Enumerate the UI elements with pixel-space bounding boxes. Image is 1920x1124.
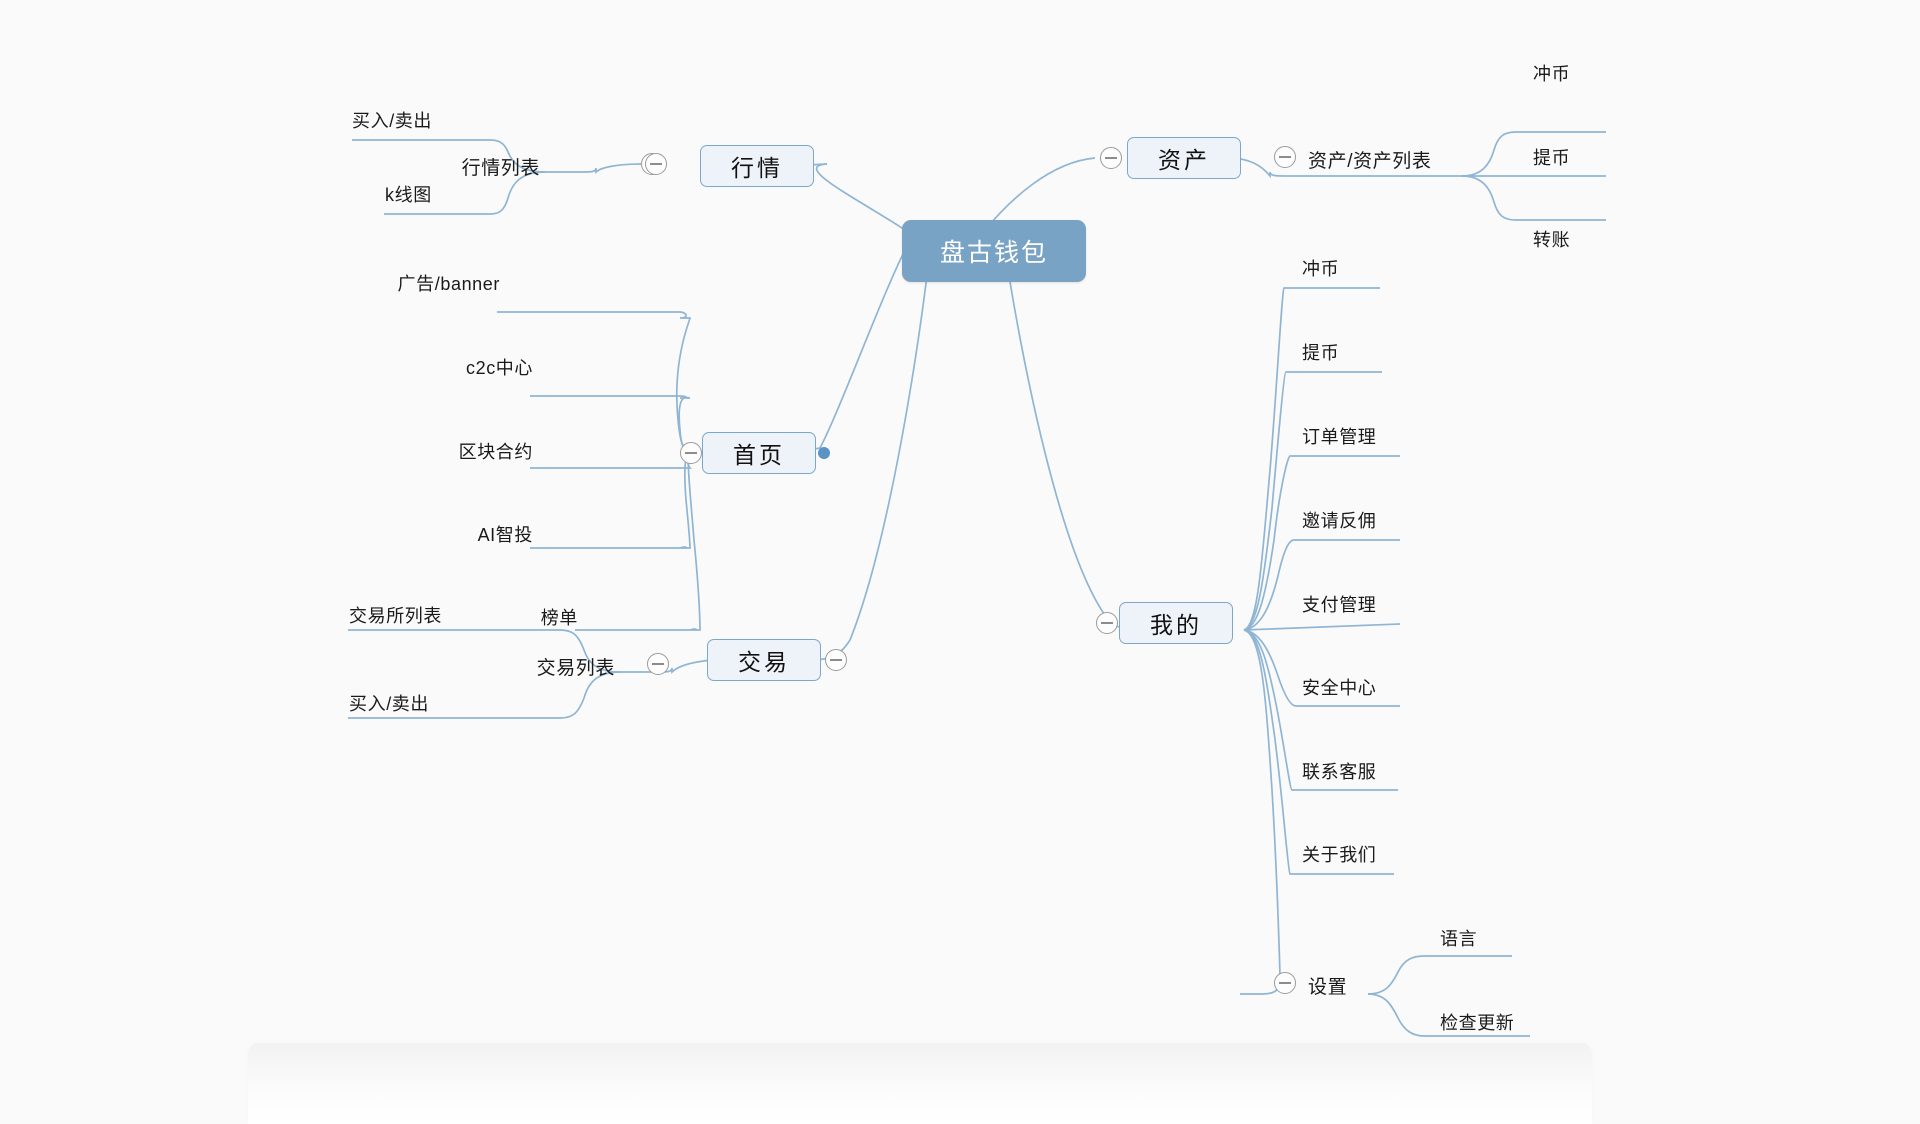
leaf-label-wode-invite[interactable]: 邀请反佣 — [1302, 511, 1377, 531]
leaf-label-settings-update[interactable]: 检查更新 — [1440, 1013, 1515, 1033]
branch-node-zichan[interactable]: 资产 — [1127, 137, 1241, 179]
collapse-toggle-zichan[interactable] — [1100, 147, 1122, 169]
branch-node-jiaoyi-label: 交易 — [738, 649, 790, 675]
leaf-label-wode-orders[interactable]: 订单管理 — [1302, 427, 1377, 447]
background-panel — [248, 1044, 1592, 1124]
leaf-label-jiaoyi-buysell[interactable]: 买入/卖出 — [349, 694, 430, 714]
leaf-label-wode-security[interactable]: 安全中心 — [1302, 678, 1377, 698]
collapse-toggle-jiaoyi-liebiao[interactable] — [647, 653, 669, 675]
leaf-label-settings-language[interactable]: 语言 — [1440, 929, 1478, 949]
branch-node-jiaoyi[interactable]: 交易 — [707, 639, 821, 681]
leaf-label-wode-about[interactable]: 关于我们 — [1302, 845, 1377, 865]
branch-node-hangqing[interactable]: 行情 — [700, 145, 814, 187]
leaf-label-wode-support[interactable]: 联系客服 — [1302, 762, 1377, 782]
branch-node-wode[interactable]: 我的 — [1119, 602, 1233, 644]
leaf-label-shouye-rank[interactable]: 榜单 — [540, 608, 578, 628]
leaf-label-wode-deposit[interactable]: 冲币 — [1302, 259, 1340, 279]
node-label-zichan-liebiao[interactable]: 资产/资产列表 — [1308, 151, 1432, 172]
branch-node-shouye-label: 首页 — [733, 442, 785, 468]
leaf-label-zichan-transfer[interactable]: 转账 — [1533, 230, 1571, 250]
collapse-toggle-shouye[interactable] — [680, 442, 702, 464]
root-node-label: 盘古钱包 — [939, 239, 1048, 267]
mindmap-canvas: 盘古钱包 行情 行情列表 买入/卖出 k线图 首页 广告/banner c2c中… — [248, 64, 1606, 1124]
connector-lines — [348, 131, 1606, 1037]
leaf-label-shouye-c2c[interactable]: c2c中心 — [465, 358, 533, 378]
branch-node-zichan-label: 资产 — [1158, 147, 1210, 173]
collapse-toggle-hangqing-liebiao-2[interactable] — [645, 153, 667, 175]
branch-node-wode-label: 我的 — [1150, 612, 1202, 638]
collapse-toggle-jiaoyi[interactable] — [825, 649, 847, 671]
leaf-label-shouye-banner[interactable]: 广告/banner — [397, 274, 500, 294]
leaf-label-zichan-withdraw[interactable]: 提币 — [1533, 148, 1571, 168]
leaf-label-wode-withdraw[interactable]: 提币 — [1302, 343, 1340, 363]
collapse-toggle-zichan-liebiao[interactable] — [1274, 146, 1296, 168]
node-label-hangqing-liebiao[interactable]: 行情列表 — [461, 158, 540, 179]
selected-dot-shouye[interactable] — [818, 447, 830, 459]
leaf-label-jiaoyi-exchange-list[interactable]: 交易所列表 — [349, 606, 442, 626]
node-label-jiaoyi-liebiao[interactable]: 交易列表 — [536, 658, 615, 679]
leaf-label-hangqing-buysell[interactable]: 买入/卖出 — [352, 111, 433, 131]
node-label-wode-settings[interactable]: 设置 — [1308, 977, 1348, 998]
leaf-label-shouye-contract[interactable]: 区块合约 — [458, 442, 533, 462]
leaf-label-hangqing-kline[interactable]: k线图 — [385, 185, 432, 205]
collapse-toggle-wode[interactable] — [1096, 612, 1118, 634]
branch-node-hangqing-label: 行情 — [731, 155, 783, 181]
root-node[interactable]: 盘古钱包 — [902, 220, 1086, 282]
leaf-label-wode-payment[interactable]: 支付管理 — [1302, 595, 1377, 615]
leaf-label-shouye-ai[interactable]: AI智投 — [477, 525, 533, 545]
branch-node-shouye[interactable]: 首页 — [702, 432, 816, 474]
leaf-label-zichan-deposit[interactable]: 冲币 — [1533, 64, 1571, 84]
collapse-toggle-wode-settings[interactable] — [1274, 972, 1296, 994]
